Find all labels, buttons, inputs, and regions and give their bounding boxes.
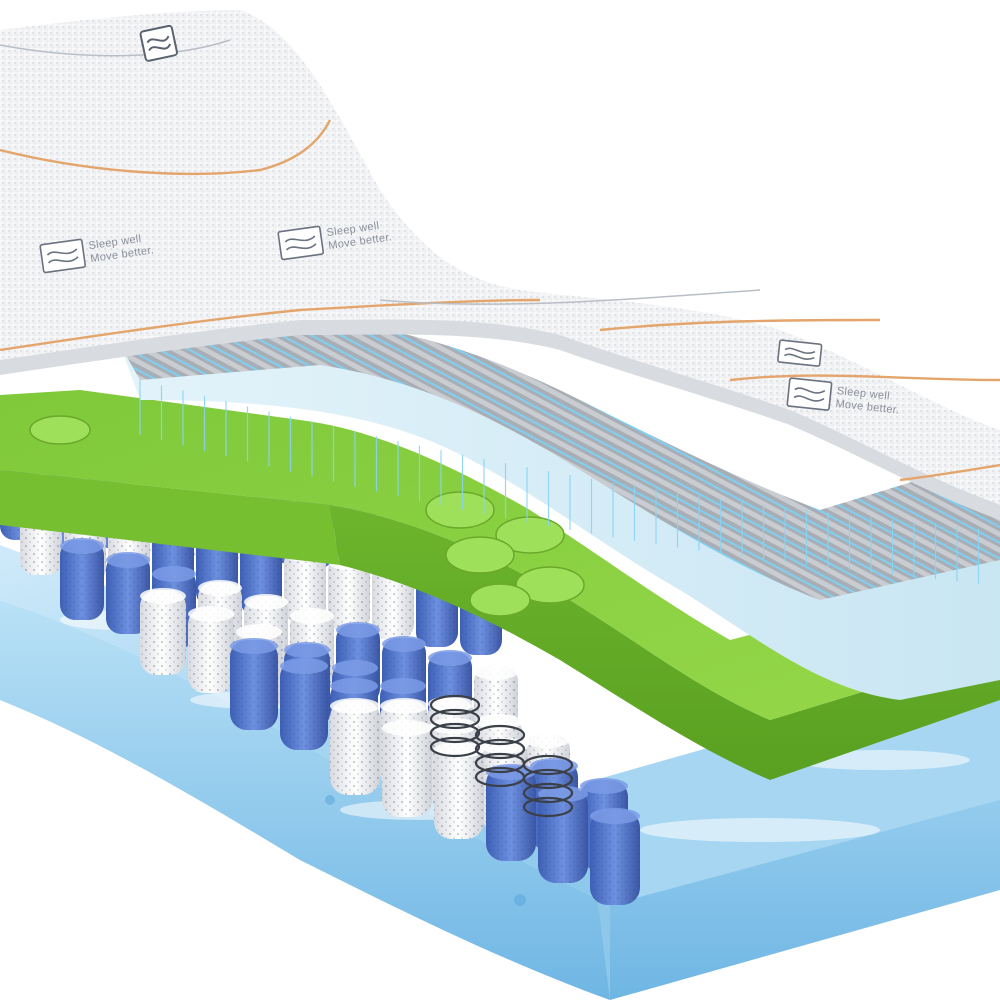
pocket-spring-coil [188,606,234,693]
wire-spring [429,694,481,758]
wire-spring [522,754,574,818]
wave-box-icon [277,225,325,261]
wave-box-icon [786,377,833,411]
pocket-spring-coil [106,552,150,634]
brand-tagline-1: Sleep well Move better. [39,233,155,274]
green-left-edge [0,470,340,565]
cover-seams [0,39,761,305]
cover-stripes [0,119,1000,482]
pocket-spring-coil [538,786,588,883]
mattress-cover [0,10,1000,520]
wave-box-icon [139,24,178,62]
cover-edge [0,319,1000,520]
base-side-face [0,600,1000,1000]
green-foam-layer [0,390,1000,780]
pocket-spring-coil [230,638,278,730]
pocket-spring-coil [60,538,104,620]
foam-ridged-top [120,320,1000,600]
pocket-spring-coil [140,588,186,675]
wave-box-icon [777,339,823,367]
foam-side-face [120,320,1000,700]
brand-logo-right [777,339,823,367]
tagline-line1: Sleep well [836,385,890,402]
foam-slits [139,380,980,584]
convoluted-foam-layer [120,320,1000,700]
pocket-spring-coil [382,720,432,817]
pocket-spring-coil [434,742,484,839]
green-cutouts [29,415,585,617]
green-side-face [330,505,1000,780]
pocket-spring-coil [330,698,380,795]
brand-logo-top [139,24,178,62]
wave-box-icon [39,238,87,274]
cover-top [0,10,1000,505]
pocket-spring-coil [590,808,640,905]
pocket-spring-coil [280,658,328,750]
